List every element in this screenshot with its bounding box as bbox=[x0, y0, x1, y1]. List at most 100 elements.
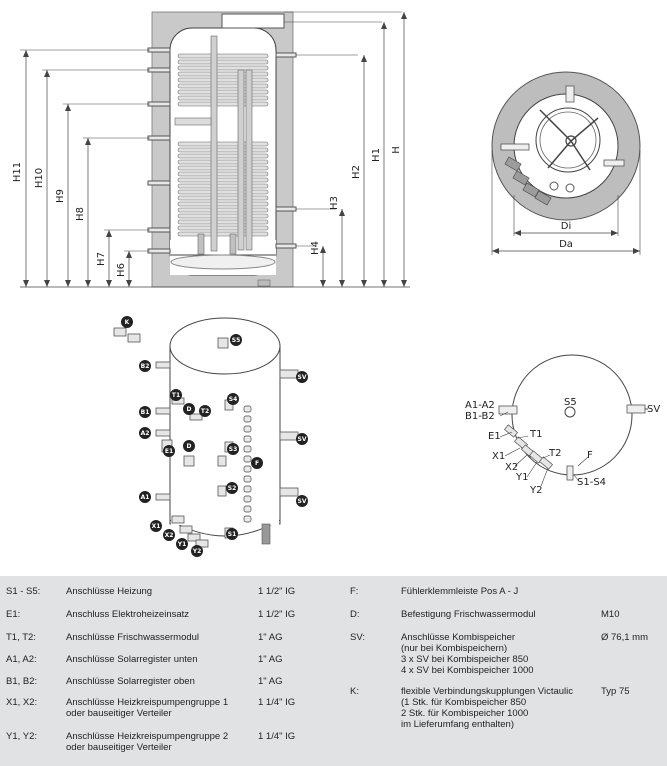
badge-x2: X2 bbox=[163, 529, 175, 541]
legend-code-sv: SV: bbox=[350, 632, 365, 643]
svg-text:S5: S5 bbox=[232, 337, 241, 344]
legend-desc-b1b2: Anschlüsse Solarregister oben bbox=[66, 676, 195, 687]
badge-k: K bbox=[121, 316, 133, 328]
connection-legend: S1 - S5: Anschlüsse Heizung 1 1/2" IG E1… bbox=[0, 576, 667, 766]
label-h4: H4 bbox=[310, 241, 321, 255]
plan-label-e1: E1 bbox=[488, 431, 501, 442]
legend-desc-sv: Anschlüsse Kombispeicher (nur bei Kombis… bbox=[401, 632, 534, 676]
badge-d: D bbox=[183, 403, 195, 415]
label-h3: H3 bbox=[329, 196, 340, 210]
svg-text:S4: S4 bbox=[229, 396, 238, 403]
legend-desc-t1t2: Anschlüsse Frischwassermodul bbox=[66, 632, 200, 643]
plan-label-a1a2: A1-A2 bbox=[465, 400, 495, 411]
badge-sv-mid: SV bbox=[296, 433, 308, 445]
badge-t2: T2 bbox=[199, 405, 211, 417]
svg-text:D: D bbox=[187, 443, 192, 450]
svg-text:S1: S1 bbox=[228, 531, 237, 538]
svg-text:SV: SV bbox=[298, 436, 307, 443]
lower-coil bbox=[177, 141, 269, 237]
svg-text:A2: A2 bbox=[141, 430, 150, 437]
plan-label-y2: Y2 bbox=[529, 485, 542, 496]
label-h7: H7 bbox=[96, 252, 107, 266]
side-section-view: H11 H10 H9 H8 H7 H6 H4 H3 H2 H1 H bbox=[12, 11, 410, 288]
legend-size-b1b2: 1" AG bbox=[258, 676, 283, 687]
plan-view: A1-A2 B1-B2 S5 SV E1 T1 X1 X2 T2 Y1 F Y2… bbox=[465, 354, 660, 496]
plan-label-t2: T2 bbox=[548, 448, 561, 459]
legend-size-k: Typ 75 bbox=[601, 686, 630, 697]
badge-s2: S2 bbox=[226, 482, 238, 494]
svg-text:S3: S3 bbox=[229, 446, 238, 453]
badge-b1: B1 bbox=[139, 406, 151, 418]
legend-size-e1: 1 1/2" IG bbox=[258, 609, 296, 620]
plan-label-s5: S5 bbox=[564, 397, 577, 408]
legend-code-s1s5: S1 - S5: bbox=[6, 586, 41, 597]
legend-size-t1t2: 1" AG bbox=[258, 632, 283, 643]
svg-text:B2: B2 bbox=[141, 363, 150, 370]
badge-d-lower: D bbox=[183, 440, 195, 452]
iso-badges: K S5 B2 T1 D T2 S4 SV B1 A2 E1 D S3 F SV… bbox=[121, 316, 308, 557]
plan-label-t1: T1 bbox=[529, 429, 542, 440]
svg-text:Y2: Y2 bbox=[192, 548, 202, 555]
legend-size-sv: Ø 76,1 mm bbox=[601, 632, 648, 643]
legend-code-k: K: bbox=[350, 686, 359, 697]
plan-label-s1s4: S1-S4 bbox=[577, 477, 606, 488]
badge-b2: B2 bbox=[139, 360, 151, 372]
legend-desc-x1x2: Anschlüsse Heizkreispumpengruppe 1 oder … bbox=[66, 697, 229, 719]
label-h6: H6 bbox=[116, 263, 127, 277]
plan-label-y1: Y1 bbox=[515, 472, 528, 483]
badge-s3: S3 bbox=[227, 443, 239, 455]
badge-sv-low: SV bbox=[296, 495, 308, 507]
badge-t1: T1 bbox=[170, 389, 182, 401]
plan-label-x1: X1 bbox=[492, 451, 505, 462]
plan-label-sv: SV bbox=[647, 404, 660, 415]
label-di: Di bbox=[561, 221, 571, 232]
badge-y2: Y2 bbox=[191, 545, 203, 557]
legend-size-x1x2: 1 1/4" IG bbox=[258, 697, 296, 708]
legend-code-t1t2: T1, T2: bbox=[6, 632, 36, 643]
legend-code-d: D: bbox=[350, 609, 360, 620]
svg-text:S2: S2 bbox=[228, 485, 237, 492]
legend-desc-f: Fühlerklemmleiste Pos A - J bbox=[401, 586, 519, 597]
plan-label-f: F bbox=[587, 450, 593, 461]
technical-drawing: H11 H10 H9 H8 H7 H6 H4 H3 H2 H1 H bbox=[12, 11, 660, 557]
badge-a2: A2 bbox=[139, 427, 151, 439]
label-h11: H11 bbox=[12, 162, 23, 182]
svg-text:A1: A1 bbox=[141, 494, 150, 501]
svg-text:F: F bbox=[255, 460, 259, 467]
legend-code-f: F: bbox=[350, 586, 359, 597]
svg-text:X1: X1 bbox=[152, 523, 161, 530]
label-h1: H1 bbox=[371, 148, 382, 162]
svg-text:B1: B1 bbox=[141, 409, 150, 416]
legend-desc-s1s5: Anschlüsse Heizung bbox=[66, 586, 153, 597]
isometric-view: K S5 B2 T1 D T2 S4 SV B1 A2 E1 D S3 F SV… bbox=[113, 316, 308, 557]
label-h: H bbox=[391, 146, 402, 154]
svg-text:D: D bbox=[187, 406, 192, 413]
legend-code-x1x2: X1, X2: bbox=[6, 697, 38, 708]
legend-desc-d: Befestigung Frischwassermodul bbox=[401, 609, 536, 620]
svg-text:X2: X2 bbox=[165, 532, 174, 539]
badge-sv-top: SV bbox=[296, 371, 308, 383]
plan-label-x2: X2 bbox=[505, 462, 518, 473]
legend-desc-k: flexible Verbindungskupplungen Victaulic… bbox=[401, 686, 574, 730]
badge-y1: Y1 bbox=[176, 538, 188, 550]
badge-e1: E1 bbox=[163, 445, 175, 457]
legend-code-e1: E1: bbox=[6, 609, 21, 620]
svg-text:E1: E1 bbox=[165, 448, 173, 455]
label-h10: H10 bbox=[34, 168, 45, 188]
legend-size-s1s5: 1 1/2" IG bbox=[258, 586, 296, 597]
upper-coil bbox=[177, 53, 269, 107]
svg-text:SV: SV bbox=[298, 374, 307, 381]
label-h2: H2 bbox=[351, 165, 362, 179]
legend-size-a1a2: 1" AG bbox=[258, 654, 283, 665]
badge-x1: X1 bbox=[150, 520, 162, 532]
legend-size-y1y2: 1 1/4" IG bbox=[258, 731, 296, 742]
svg-text:SV: SV bbox=[298, 498, 307, 505]
svg-text:Y1: Y1 bbox=[177, 541, 187, 548]
badge-a1: A1 bbox=[139, 491, 151, 503]
svg-text:T1: T1 bbox=[172, 392, 180, 399]
legend-desc-a1a2: Anschlüsse Solarregister unten bbox=[66, 654, 198, 665]
label-h9: H9 bbox=[55, 189, 66, 203]
legend-desc-y1y2: Anschlüsse Heizkreispumpengruppe 2 oder … bbox=[66, 731, 229, 753]
badge-s1: S1 bbox=[226, 528, 238, 540]
legend-code-b1b2: B1, B2: bbox=[6, 676, 38, 687]
